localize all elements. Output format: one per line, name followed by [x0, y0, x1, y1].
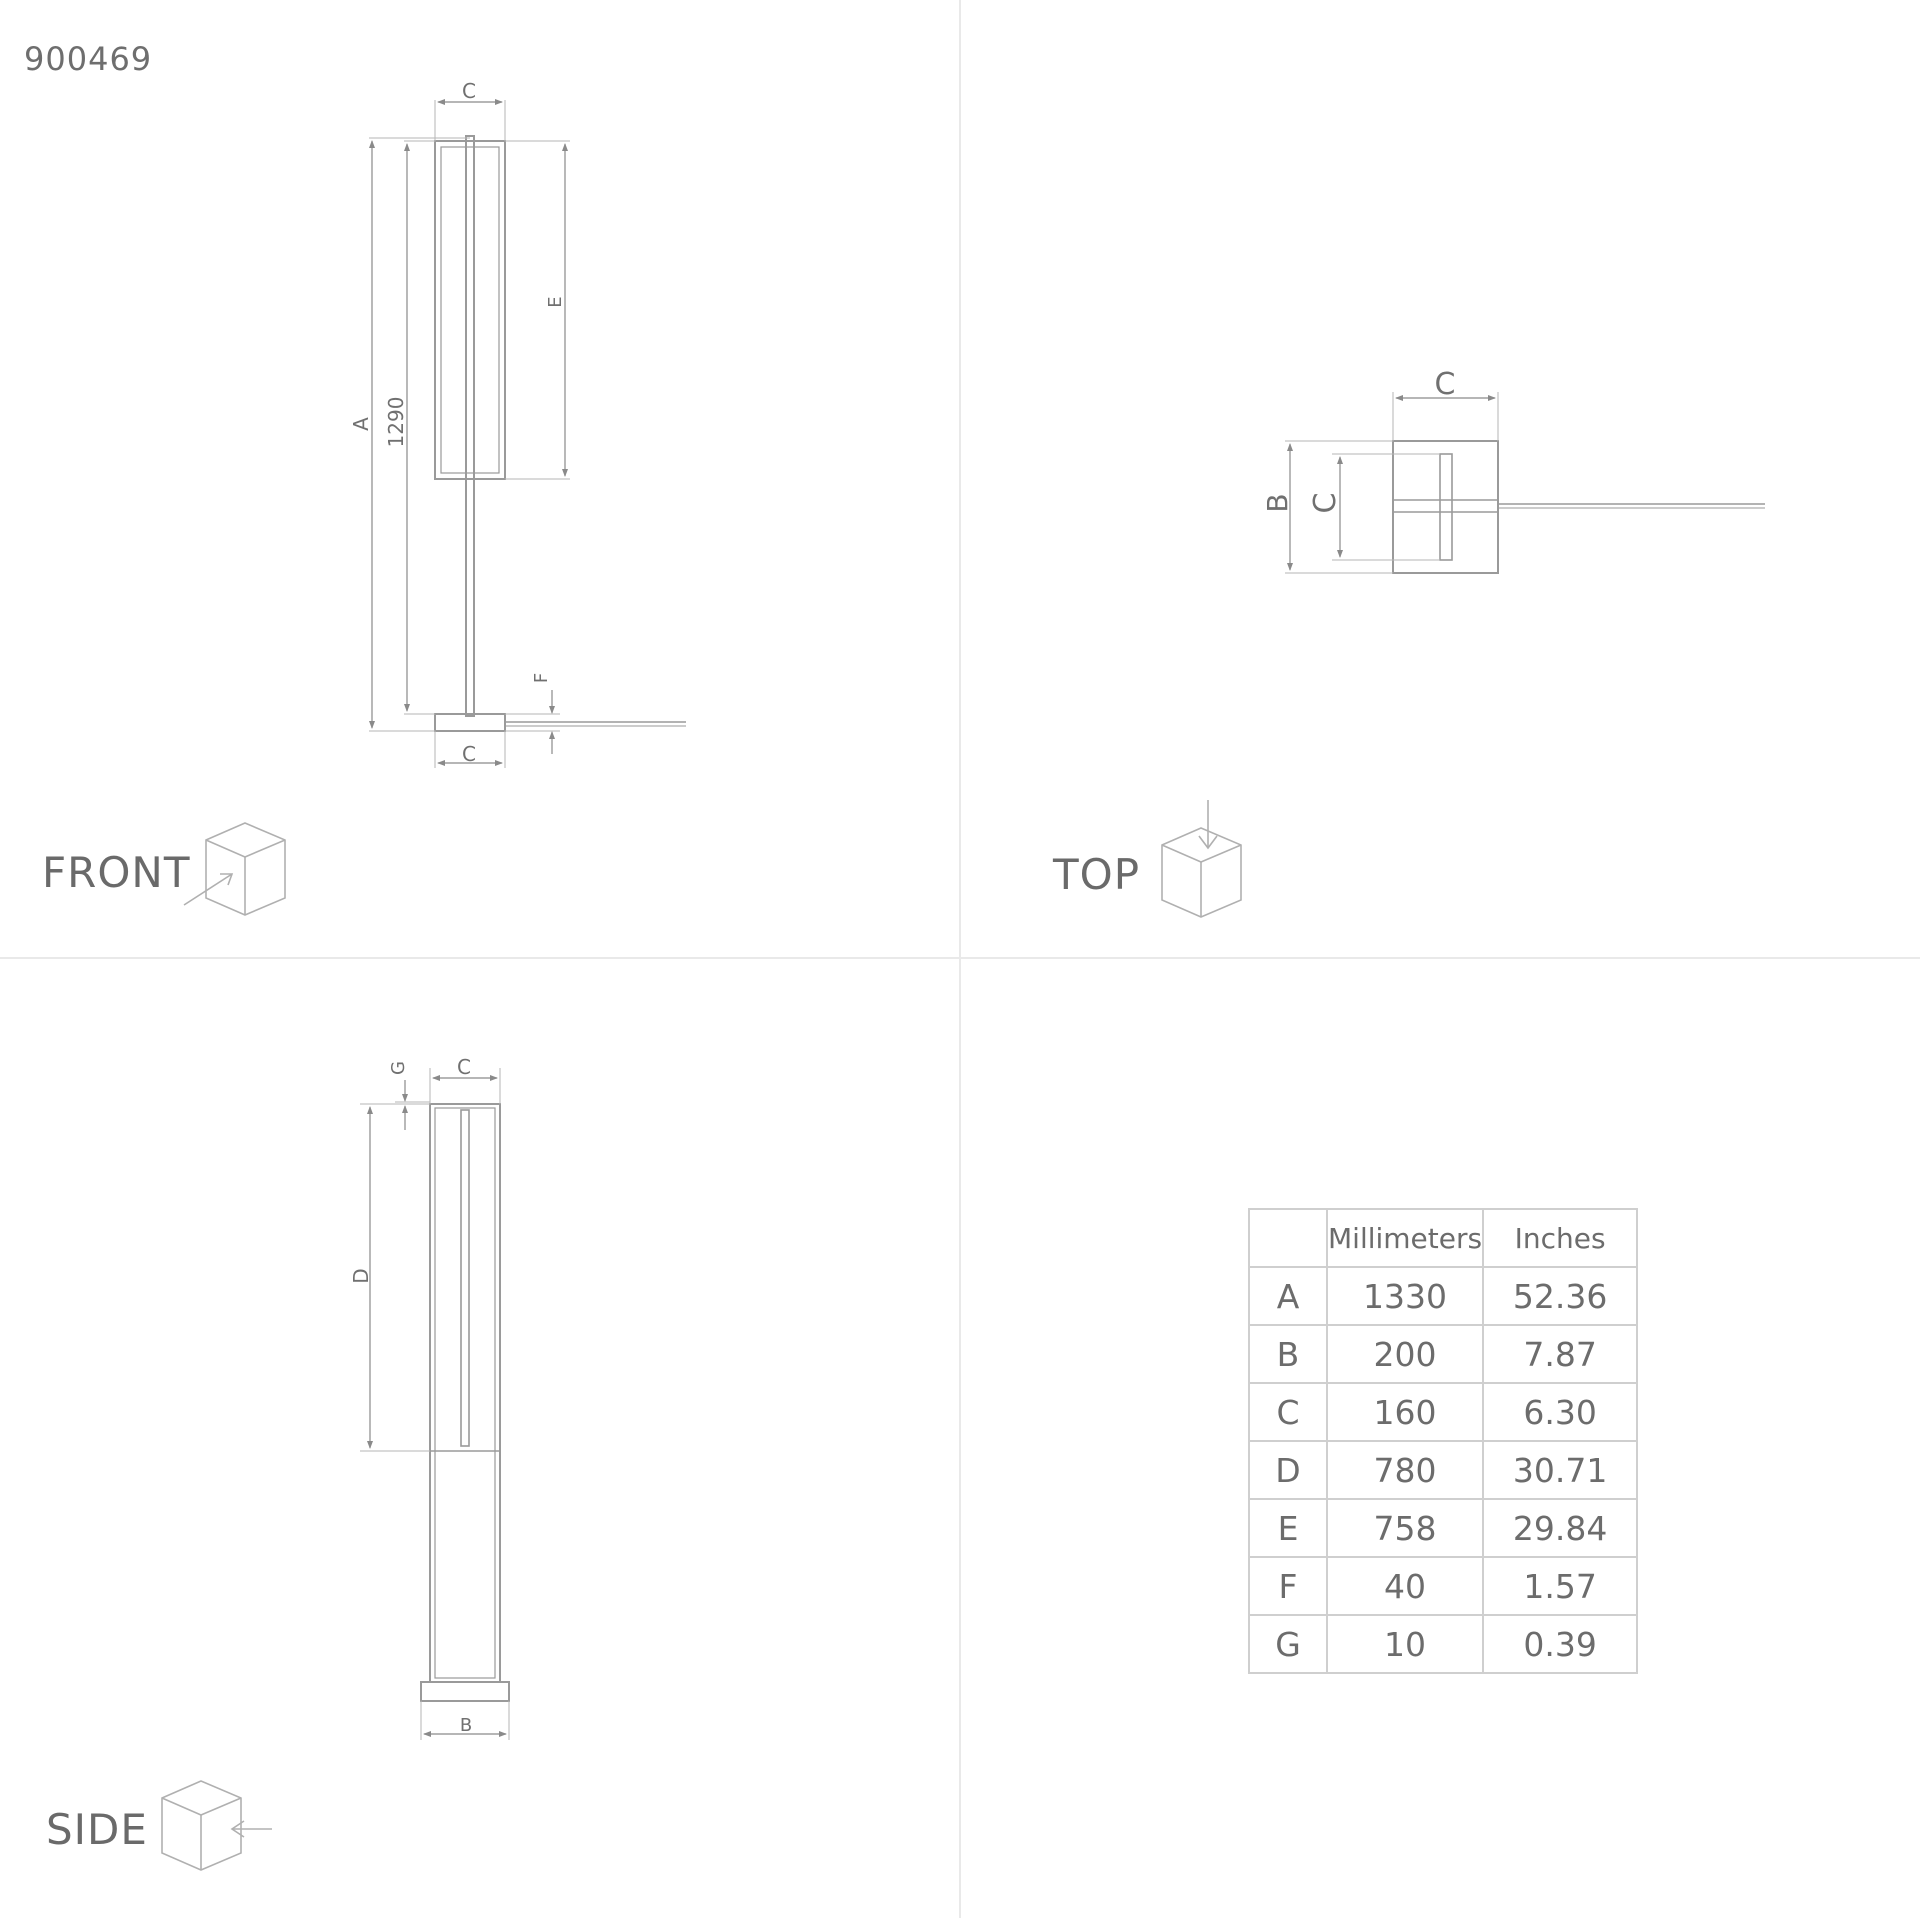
table-row: G 10 0.39	[1248, 1614, 1639, 1674]
top-cube-icon	[1161, 800, 1242, 918]
table-cell-in: 52.36	[1482, 1266, 1639, 1326]
table-cell-in: 0.39	[1482, 1614, 1639, 1674]
table-cell-label: D	[1248, 1440, 1328, 1500]
table-row: B 200 7.87	[1248, 1324, 1639, 1384]
table-cell-label: C	[1248, 1382, 1328, 1442]
table-cell-mm: 1330	[1325, 1266, 1485, 1326]
front-dim-e: E	[545, 296, 566, 307]
side-view-drawing	[360, 1068, 510, 1740]
side-cube-icon	[161, 1780, 272, 1871]
table-cell-label: B	[1248, 1324, 1328, 1384]
table-row: D 780 30.71	[1248, 1440, 1639, 1500]
table-row: A 1330 52.36	[1248, 1266, 1639, 1326]
table-cell-mm: 200	[1325, 1324, 1485, 1384]
table-header-cell	[1248, 1208, 1328, 1268]
dimensions-table: Millimeters Inches A 1330 52.36 B 200 7.…	[1248, 1208, 1639, 1674]
vertical-divider	[959, 0, 961, 1918]
side-dim-g: G	[388, 1061, 409, 1075]
front-view-drawing	[369, 99, 686, 768]
table-cell-label: A	[1248, 1266, 1328, 1326]
table-cell-mm: 160	[1325, 1382, 1485, 1442]
front-dim-c-top: C	[462, 79, 476, 103]
front-dim-f: F	[531, 673, 552, 683]
top-dim-c-top: C	[1435, 367, 1456, 402]
side-dim-d: D	[349, 1268, 373, 1283]
table-cell-in: 30.71	[1482, 1440, 1639, 1500]
table-cell-mm: 40	[1325, 1556, 1485, 1616]
front-dim-total: 1290	[384, 397, 408, 448]
top-view-drawing	[1285, 392, 1765, 574]
table-header-row: Millimeters Inches	[1248, 1208, 1639, 1268]
table-cell-mm: 10	[1325, 1614, 1485, 1674]
front-dim-a: A	[349, 417, 373, 431]
horizontal-divider	[0, 957, 1920, 959]
front-dim-c-bottom: C	[462, 742, 476, 766]
side-dim-b: B	[460, 1715, 472, 1736]
table-cell-in: 7.87	[1482, 1324, 1639, 1384]
side-dim-c: C	[457, 1055, 471, 1079]
side-view-label: SIDE	[46, 1805, 148, 1854]
table-header-cell: Inches	[1482, 1208, 1639, 1268]
table-cell-mm: 758	[1325, 1498, 1485, 1558]
top-view-label: TOP	[1053, 850, 1141, 899]
product-code: 900469	[24, 40, 153, 78]
table-header-cell: Millimeters	[1325, 1208, 1485, 1268]
top-dim-c-side: C	[1308, 493, 1343, 514]
table-cell-label: G	[1248, 1614, 1328, 1674]
table-row: C 160 6.30	[1248, 1382, 1639, 1442]
table-cell-label: F	[1248, 1556, 1328, 1616]
table-cell-in: 6.30	[1482, 1382, 1639, 1442]
table-row: E 758 29.84	[1248, 1498, 1639, 1558]
table-cell-in: 1.57	[1482, 1556, 1639, 1616]
top-dim-b: B	[1261, 493, 1294, 512]
front-view-label: FRONT	[42, 848, 191, 897]
front-cube-icon	[183, 822, 286, 916]
table-cell-in: 29.84	[1482, 1498, 1639, 1558]
table-cell-label: E	[1248, 1498, 1328, 1558]
table-cell-mm: 780	[1325, 1440, 1485, 1500]
table-row: F 40 1.57	[1248, 1556, 1639, 1616]
